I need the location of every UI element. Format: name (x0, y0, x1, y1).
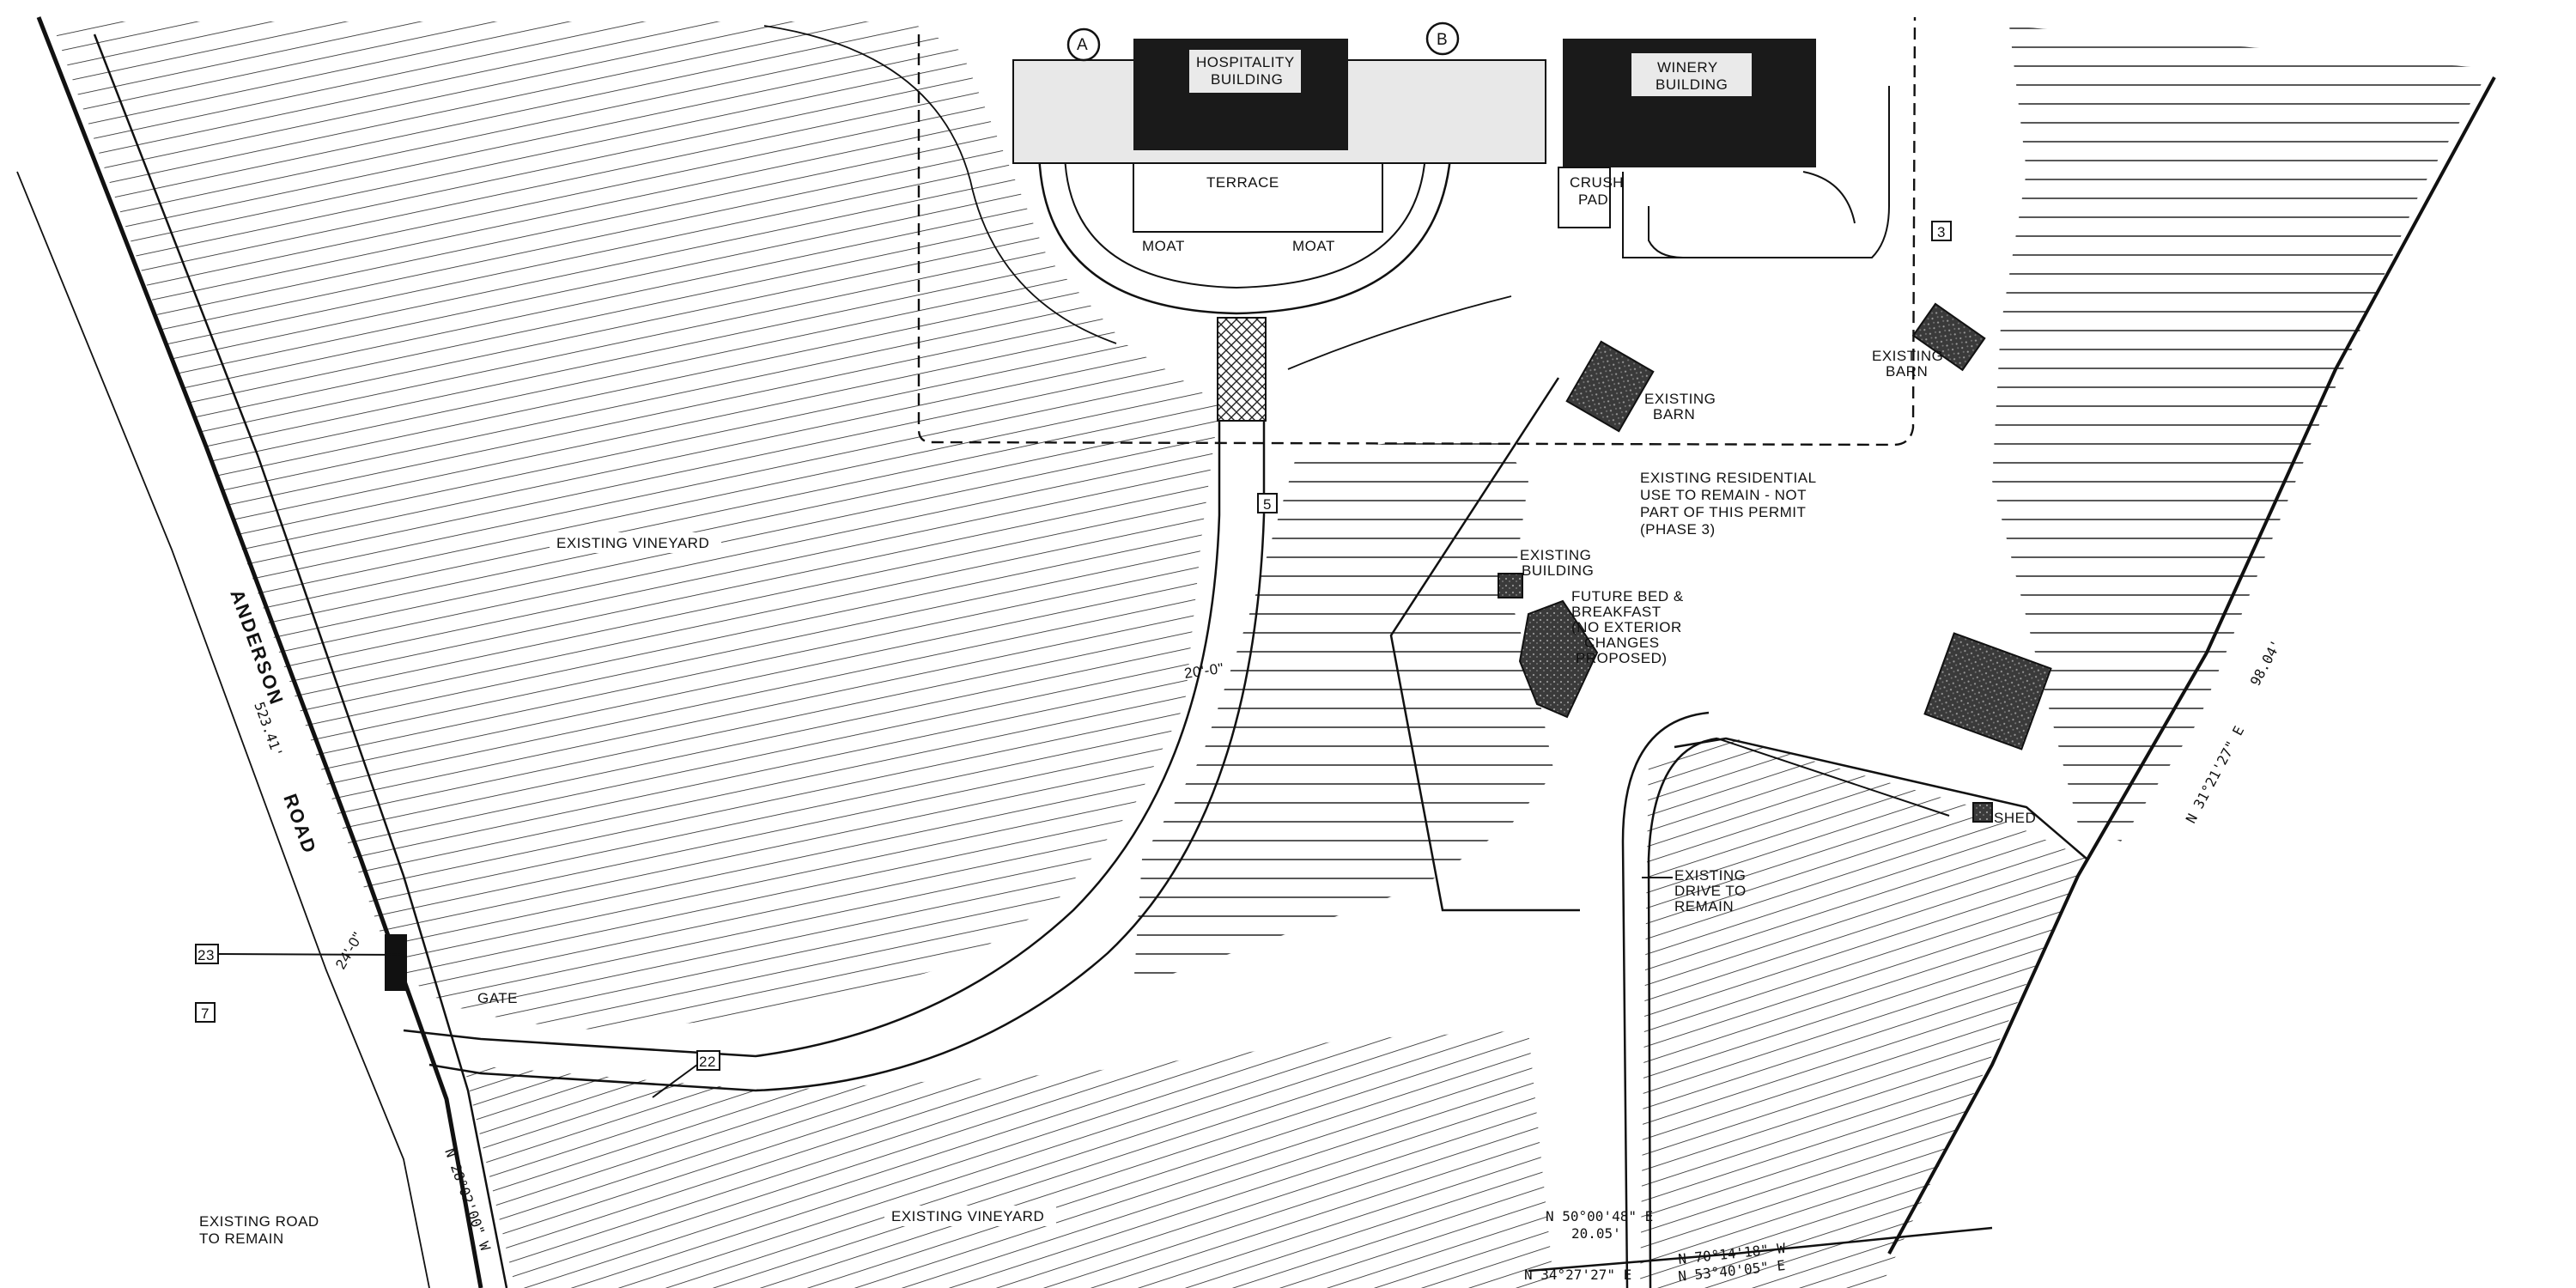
terrace-label: TERRACE (1206, 174, 1279, 191)
residential-label-3: PART OF THIS PERMIT (1640, 504, 1806, 520)
svg-text:3: 3 (1937, 224, 1946, 240)
hospitality-label-2: BUILDING (1211, 71, 1283, 88)
hospitality-label-1: HOSPITALITY (1196, 54, 1295, 70)
vineyard-lower-label-bg (884, 1206, 1056, 1226)
svg-text:5: 5 (1263, 496, 1272, 513)
existing-barn-right (1911, 302, 1986, 372)
barn-right-label-1: EXISTING (1872, 348, 1943, 364)
residential-label-4: (PHASE 3) (1640, 521, 1716, 538)
winery-label-1: WINERY (1657, 59, 1718, 76)
vineyard-right-hatch (1640, 738, 2087, 1288)
dim-24: 24'-0" (332, 929, 367, 972)
existing-drive-west-edge (1621, 711, 1710, 1288)
keynote-3: 3 (1931, 221, 1952, 241)
keynote-22: 22 (696, 1050, 720, 1071)
marker-a-label: A (1077, 36, 1088, 54)
road-label-2: ROAD (279, 791, 320, 857)
residential-label-2: USE TO REMAIN - NOT (1640, 487, 1807, 503)
keynote-5: 5 (1257, 493, 1278, 513)
gate-post (385, 934, 407, 991)
existing-road-label-2: TO REMAIN (199, 1230, 284, 1247)
access-drive-outer (403, 412, 1221, 1058)
entry-paving (1217, 317, 1267, 422)
existing-road-label-1: EXISTING ROAD (199, 1213, 319, 1230)
svg-text:22: 22 (699, 1054, 716, 1070)
property-line-west (36, 16, 483, 1288)
shed (1972, 802, 1993, 823)
bearing-road-edge: N 28°02'00" W (441, 1146, 494, 1254)
existing-residence (1923, 632, 2052, 750)
crush-label-2: PAD (1578, 191, 1608, 208)
bnb-label-4: CHANGES (1584, 635, 1660, 651)
svg-text:7: 7 (201, 1005, 210, 1022)
property-line-bottom (1528, 1226, 1993, 1273)
property-line-east (1887, 76, 2496, 1255)
site-ring-right (1287, 295, 1512, 370)
existing-building-small (1498, 573, 1523, 598)
crush-pad (1558, 167, 1611, 228)
winery-label-2: BUILDING (1656, 76, 1728, 93)
bnb-label-5: PROPOSED) (1576, 650, 1668, 666)
road-edge-2 (16, 171, 430, 1288)
bearing-right-edge-dist: 98.04' (2247, 637, 2285, 689)
terrace-outline (1099, 154, 1408, 233)
dim-20: 20'-0" (1183, 660, 1225, 682)
fence-line-2 (1716, 738, 1950, 817)
bnb-label-1: FUTURE BED & (1571, 588, 1684, 605)
keynote-23: 23 (195, 944, 219, 964)
bnb-label-3: (NO EXTERIOR (1571, 619, 1682, 635)
existing-building-label-2: BUILDING (1522, 562, 1594, 579)
vineyard-upper-label: EXISTING VINEYARD (556, 535, 709, 551)
drive-label-2: DRIVE TO (1674, 883, 1747, 899)
vineyard-lower-hatch (464, 1030, 1554, 1288)
leader-23 (217, 953, 404, 956)
barn-right-label-2: BARN (1886, 363, 1928, 380)
service-area-outline (1622, 86, 1890, 259)
barn-center-label-1: EXISTING (1644, 391, 1716, 407)
vineyard-upper-label-bg (550, 532, 721, 553)
shed-label: SHED (1994, 810, 2036, 826)
vineyard-lower-label: EXISTING VINEYARD (891, 1208, 1044, 1224)
marker-b-label: B (1437, 31, 1448, 49)
gate-label: GATE (477, 990, 518, 1006)
marker-a (1066, 27, 1101, 62)
bearing-top-left-dist: 20.05' (1571, 1225, 1621, 1242)
bearing-road-dist: 523.41' (251, 700, 286, 760)
access-drive-inner (428, 412, 1266, 1092)
vineyard-upper-hatch (52, 21, 1219, 1030)
bearing-bottom-3: N 34°27'27" E (1524, 1267, 1631, 1283)
svg-text:23: 23 (197, 947, 215, 963)
moat-right-label: MOAT (1292, 238, 1335, 254)
moat-left-label: MOAT (1142, 238, 1185, 254)
moat-arc-outer (1037, 145, 1453, 315)
hospitality-label-box (1189, 50, 1301, 93)
bearing-top-left: N 50°00'48" E (1546, 1208, 1653, 1224)
drive-label-1: EXISTING (1674, 867, 1746, 884)
moat-arc-inner (1064, 154, 1426, 289)
field-center-hatch (1133, 429, 1554, 987)
existing-building-label-1: EXISTING (1520, 547, 1591, 563)
keynote-7: 7 (195, 1002, 216, 1023)
road-edge-1 (93, 33, 508, 1288)
barn-center-label-2: BARN (1653, 406, 1695, 422)
winery-loop (1648, 171, 1856, 258)
residential-label-1: EXISTING RESIDENTIAL (1640, 470, 1817, 486)
future-bed-breakfast (1518, 599, 1599, 719)
drive-label-3: REMAIN (1674, 898, 1734, 914)
site-ring-outer (763, 25, 1117, 344)
utility-line (1389, 377, 1580, 912)
bearing-right-edge: N 31°21'27" E (2183, 723, 2248, 825)
bnb-label-2: BREAKFAST (1571, 604, 1662, 620)
fence-line (1674, 737, 2087, 860)
field-right-hatch (1992, 26, 2490, 841)
crush-label-1: CRUSH (1570, 174, 1624, 191)
winery-label-box (1631, 53, 1752, 96)
existing-barn-center (1565, 340, 1655, 433)
marker-b (1425, 21, 1460, 56)
permit-boundary (917, 16, 1917, 447)
leader-22 (652, 1064, 698, 1098)
